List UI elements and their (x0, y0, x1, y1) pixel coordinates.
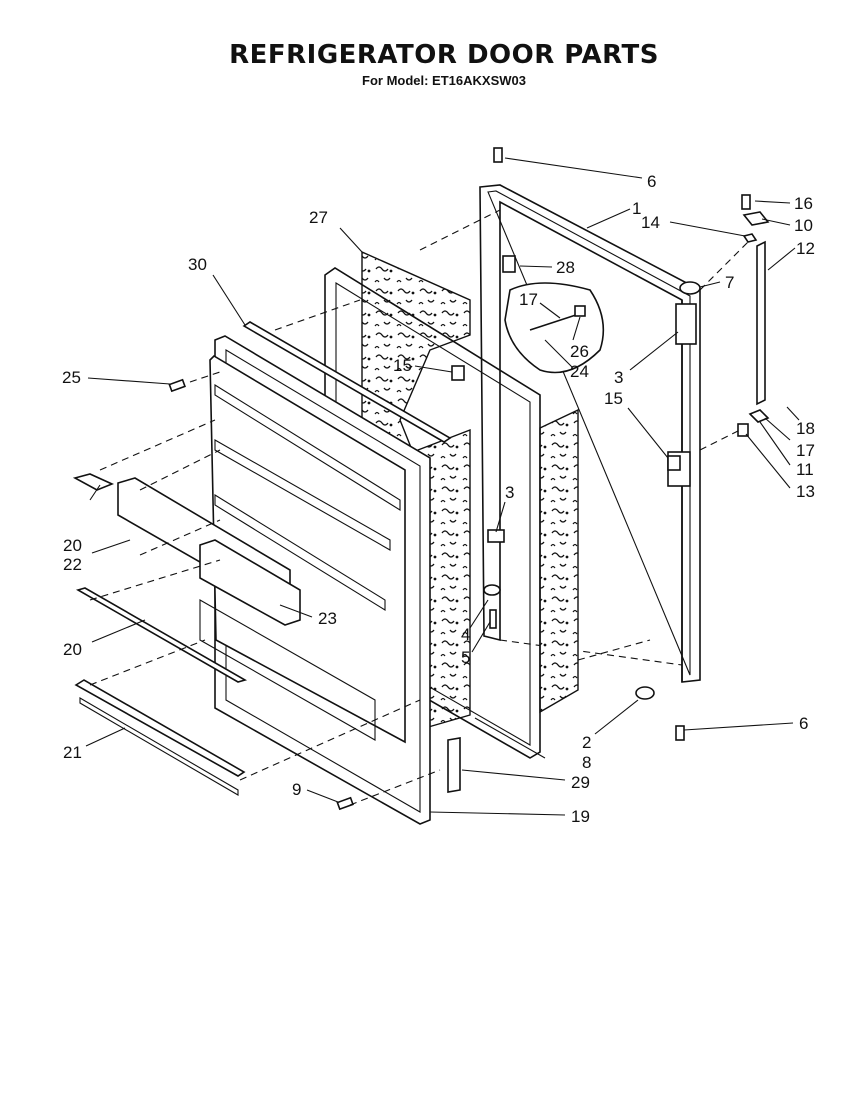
retainer-small (72, 473, 115, 491)
callout-27: 27 (309, 208, 328, 227)
callout-19: 19 (571, 807, 590, 826)
stop-plug (502, 255, 516, 273)
callout-25: 25 (62, 368, 81, 387)
callout-28: 28 (556, 258, 575, 277)
door-liner (199, 335, 431, 825)
hinge-screw-top (741, 194, 751, 210)
hinge-cup-top (679, 281, 701, 295)
top-hinge-block (675, 303, 697, 345)
door-bin-lower (199, 539, 301, 626)
callout-15a: 15 (393, 356, 412, 375)
bottom-bushing (635, 686, 655, 700)
callout-3b: 3 (505, 483, 514, 502)
shelf-front-trim (74, 679, 246, 777)
callout-17b: 17 (796, 441, 815, 460)
callout-20a: 20 (63, 536, 82, 555)
lower-bracket (487, 529, 505, 543)
hinge-bushing (742, 211, 770, 226)
callout-20b: 20 (63, 640, 82, 659)
callout-4: 4 (461, 625, 470, 644)
callout-5: 5 (461, 648, 470, 667)
hinge-pin-cap (742, 233, 758, 243)
callout-23: 23 (318, 609, 337, 628)
top-screw (493, 147, 503, 163)
liner-screw (168, 378, 186, 393)
door-top-trim (242, 321, 452, 443)
callout-12: 12 (796, 239, 815, 258)
bottom-screw (675, 725, 685, 741)
lower-hinge-bracket (748, 409, 770, 423)
callout-26: 26 (570, 342, 589, 361)
callout-30: 30 (188, 255, 207, 274)
shelf-retainers (72, 473, 248, 796)
callout-10: 10 (794, 216, 813, 235)
callout-24: 24 (570, 362, 589, 381)
model-subtitle: For Model: ET16AKXSW03 (362, 73, 526, 88)
callout-11: 11 (796, 460, 814, 479)
callout-labels: 6 1 16 14 10 12 27 28 7 30 17 26 24 3 15… (62, 172, 815, 826)
callout-6a: 6 (647, 172, 656, 191)
callout-17a: 17 (519, 290, 538, 309)
callout-15b: 15 (604, 389, 623, 408)
callout-6b: 6 (799, 714, 808, 733)
callout-9: 9 (292, 780, 301, 799)
page-title: REFRIGERATOR DOOR PARTS (229, 40, 659, 70)
callout-7: 7 (725, 273, 734, 292)
callout-22: 22 (63, 555, 82, 574)
gasket-screw (336, 796, 354, 811)
callout-2: 2 (582, 733, 591, 752)
callout-14: 14 (641, 213, 660, 232)
assembly-dash-lines (89, 209, 751, 806)
callout-16: 16 (794, 194, 813, 213)
door-closer-rod (756, 240, 766, 406)
callout-8: 8 (582, 753, 591, 772)
callout-1: 1 (632, 199, 641, 218)
shelf-retainer-long (75, 587, 248, 683)
lower-hinge-plate (737, 423, 749, 437)
gasket-strip (447, 737, 461, 793)
callout-21: 21 (63, 743, 82, 762)
callout-18: 18 (796, 419, 815, 438)
callout-13: 13 (796, 482, 815, 501)
callout-3a: 3 (614, 368, 623, 387)
door-shelf-bins (117, 477, 301, 626)
callout-29: 29 (571, 773, 590, 792)
hinge-hardware (493, 147, 770, 741)
liner-interior (209, 354, 406, 744)
leader-lines (85, 157, 800, 816)
